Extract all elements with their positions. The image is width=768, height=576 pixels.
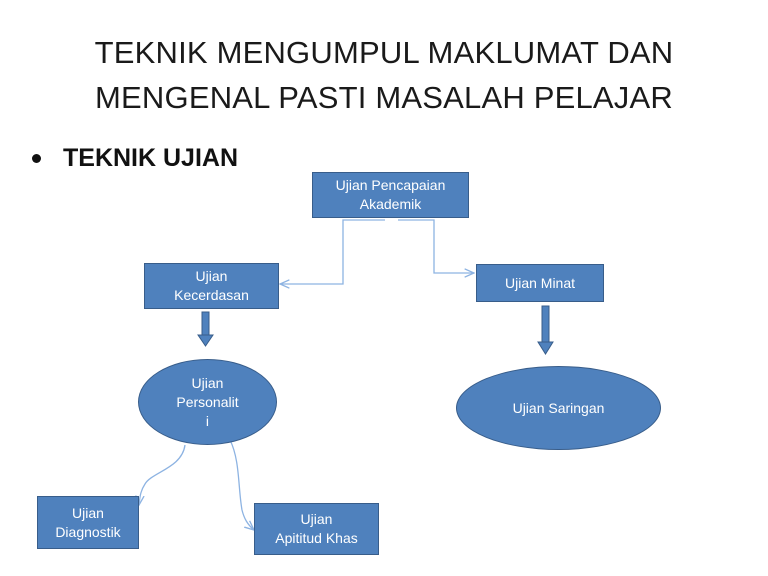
- connector-pencapaian-minat: [398, 219, 474, 273]
- node-diagnostik-line-1: Ujian: [72, 504, 104, 521]
- node-ujian-kecerdasan: Ujian Kecerdasan: [144, 263, 279, 309]
- node-kecerdasan-line-1: Ujian: [195, 268, 228, 284]
- node-ujian-saringan: Ujian Saringan: [456, 366, 661, 450]
- node-saringan-line-1: Ujian Saringan: [512, 399, 605, 416]
- title-line-2: MENGENAL PASTI MASALAH PELAJAR: [95, 80, 673, 115]
- node-ujian-minat: Ujian Minat: [476, 264, 604, 302]
- node-apititud-line-2: Apititud Khas: [275, 530, 358, 546]
- slide-title: TEKNIK MENGUMPUL MAKLUMAT DAN MENGENAL P…: [40, 30, 728, 120]
- node-ujian-personaliti: Ujian Personalit i: [138, 359, 277, 445]
- title-line-1: TEKNIK MENGUMPUL MAKLUMAT DAN: [94, 35, 674, 70]
- connector-pencapaian-kecerdasan: [280, 219, 385, 284]
- node-kecerdasan-line-2: Kecerdasan: [174, 287, 249, 303]
- down-arrow-minat: [537, 305, 554, 355]
- node-pencapaian-line-2: Akademik: [359, 196, 422, 212]
- bullet-dot-icon: [32, 154, 41, 163]
- node-personaliti-line-2: Personalit: [176, 393, 239, 410]
- node-personaliti-line-3: i: [205, 412, 210, 429]
- node-ujian-pencapaian-akademik: Ujian Pencapaian Akademik: [312, 172, 469, 218]
- node-personaliti-line-1: Ujian: [191, 374, 224, 391]
- connector-personaliti-diagnostik: [139, 444, 186, 505]
- node-ujian-apititud-khas: Ujian Apititud Khas: [254, 503, 379, 555]
- node-ujian-diagnostik: Ujian Diagnostik: [37, 496, 139, 549]
- node-minat-line-1: Ujian Minat: [504, 274, 576, 291]
- connector-personaliti-apititud: [229, 439, 254, 530]
- bullet-text: TEKNIK UJIAN: [63, 144, 239, 172]
- down-arrow-kecerdasan: [197, 311, 214, 347]
- node-pencapaian-line-1: Ujian Pencapaian: [335, 177, 446, 193]
- bullet-item: TEKNIK UJIAN: [30, 144, 238, 173]
- node-apititud-line-1: Ujian: [300, 511, 333, 527]
- node-diagnostik-line-2: Diagnostik: [55, 523, 121, 540]
